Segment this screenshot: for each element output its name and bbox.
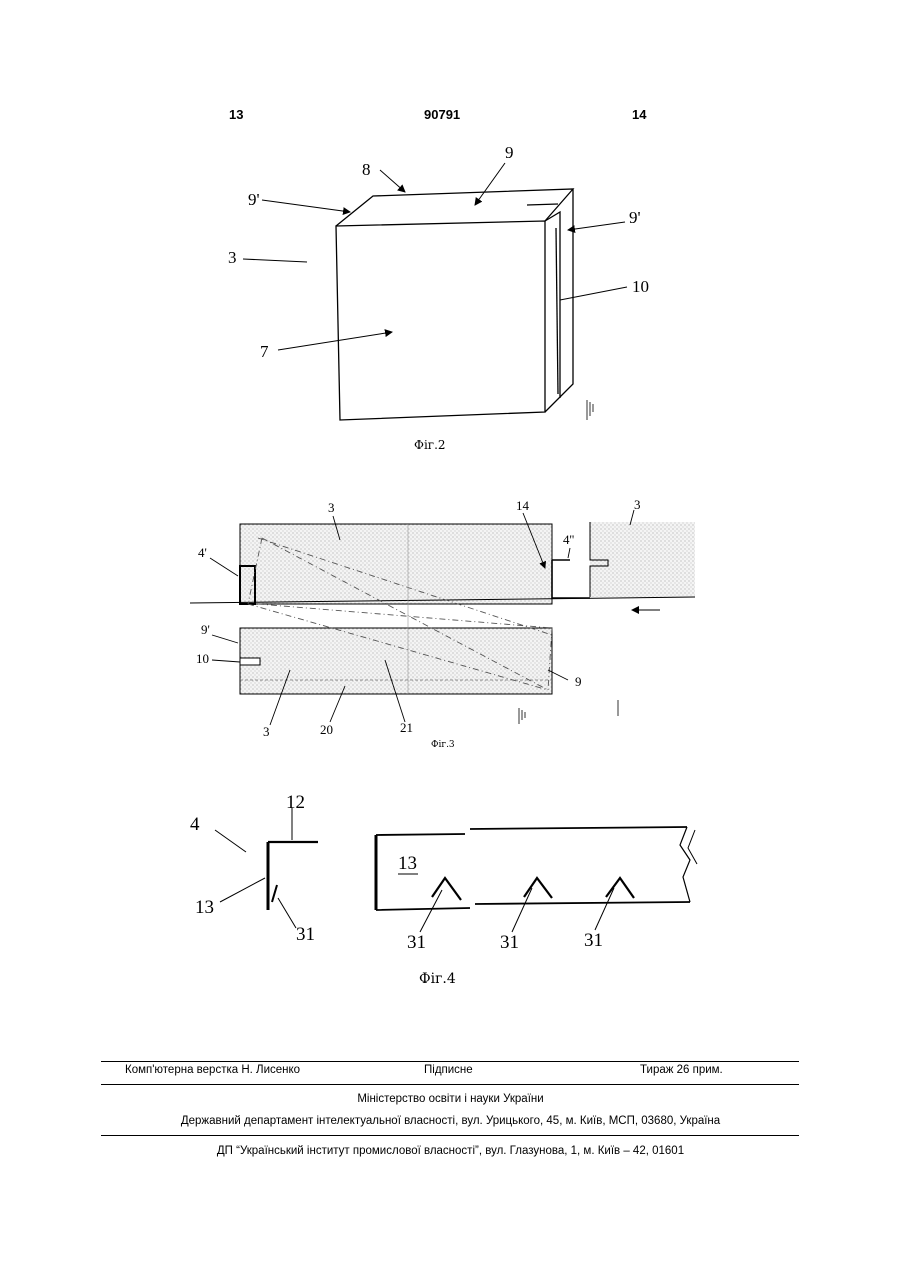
leader-10 <box>560 287 627 300</box>
fig2-label-9-left: 9' <box>248 190 260 210</box>
footer-typesetter: Комп'ютерна верстка Н. Лисенко <box>125 1064 300 1076</box>
footer-circulation: Тираж 26 прим. <box>640 1064 723 1076</box>
scan-mark <box>587 400 593 420</box>
footer-rule-top <box>101 1061 799 1062</box>
fig3-label-21: 21 <box>400 720 413 736</box>
footer-institute: ДП “Український інститут промислової вла… <box>0 1145 901 1157</box>
footer-rule-middle <box>101 1084 799 1085</box>
fig3-label-10: 10 <box>196 651 209 667</box>
fig4-label-31-c: 31 <box>584 930 603 952</box>
fig3-caption: Фіг.3 <box>431 740 455 750</box>
fig2-label-9-right: 9' <box>629 208 641 228</box>
fig4-label-31-b: 31 <box>500 932 519 954</box>
leader-8 <box>380 170 405 192</box>
fig2-caption: Фіг.2 <box>414 438 446 452</box>
footer-ministry: Міністерство освіти і науки України <box>0 1093 901 1105</box>
fig4-label-13-strip: 13 <box>398 853 417 875</box>
figure-4-drawing <box>215 808 697 932</box>
fig3-label-4-double-prime: 4'' <box>563 532 574 548</box>
figure-3-drawing <box>190 510 695 725</box>
footer-rule-bottom <box>101 1135 799 1136</box>
fig3-label-4-prime: 4' <box>198 545 207 561</box>
fig3-label-9: 9 <box>575 674 582 690</box>
fig2-label-3: 3 <box>228 248 237 268</box>
fig4-label-4: 4 <box>190 814 200 836</box>
panel-upper <box>240 524 552 604</box>
fig3-label-3-right: 3 <box>634 497 641 513</box>
fig2-label-7: 7 <box>260 342 269 362</box>
footer-signed: Підписне <box>424 1064 473 1076</box>
leader-7 <box>278 332 392 350</box>
fig3-label-3-lower: 3 <box>263 724 270 740</box>
fig4-label-31-a: 31 <box>407 932 426 954</box>
fig2-label-10: 10 <box>632 277 649 297</box>
leader-9-top <box>475 163 505 205</box>
block-outline <box>336 189 573 420</box>
fig3-label-3-upper: 3 <box>328 500 335 516</box>
fig3-label-9-prime: 9' <box>201 622 210 638</box>
leader-3 <box>243 259 307 262</box>
fig2-label-9-top: 9 <box>505 143 514 163</box>
fig4-label-31-left: 31 <box>296 924 315 946</box>
fig4-label-12: 12 <box>286 792 305 814</box>
leader-9-left <box>262 200 350 212</box>
fig4-label-13-left: 13 <box>195 897 214 919</box>
fig3-label-14: 14 <box>516 498 529 514</box>
leader-9-right <box>568 222 625 230</box>
fig4-caption: Фіг.4 <box>419 971 456 987</box>
panel-lower <box>240 628 552 694</box>
fig2-label-8: 8 <box>362 160 371 180</box>
fig3-label-20: 20 <box>320 722 333 738</box>
footer-department: Державний департамент інтелектуальної вл… <box>0 1115 901 1127</box>
